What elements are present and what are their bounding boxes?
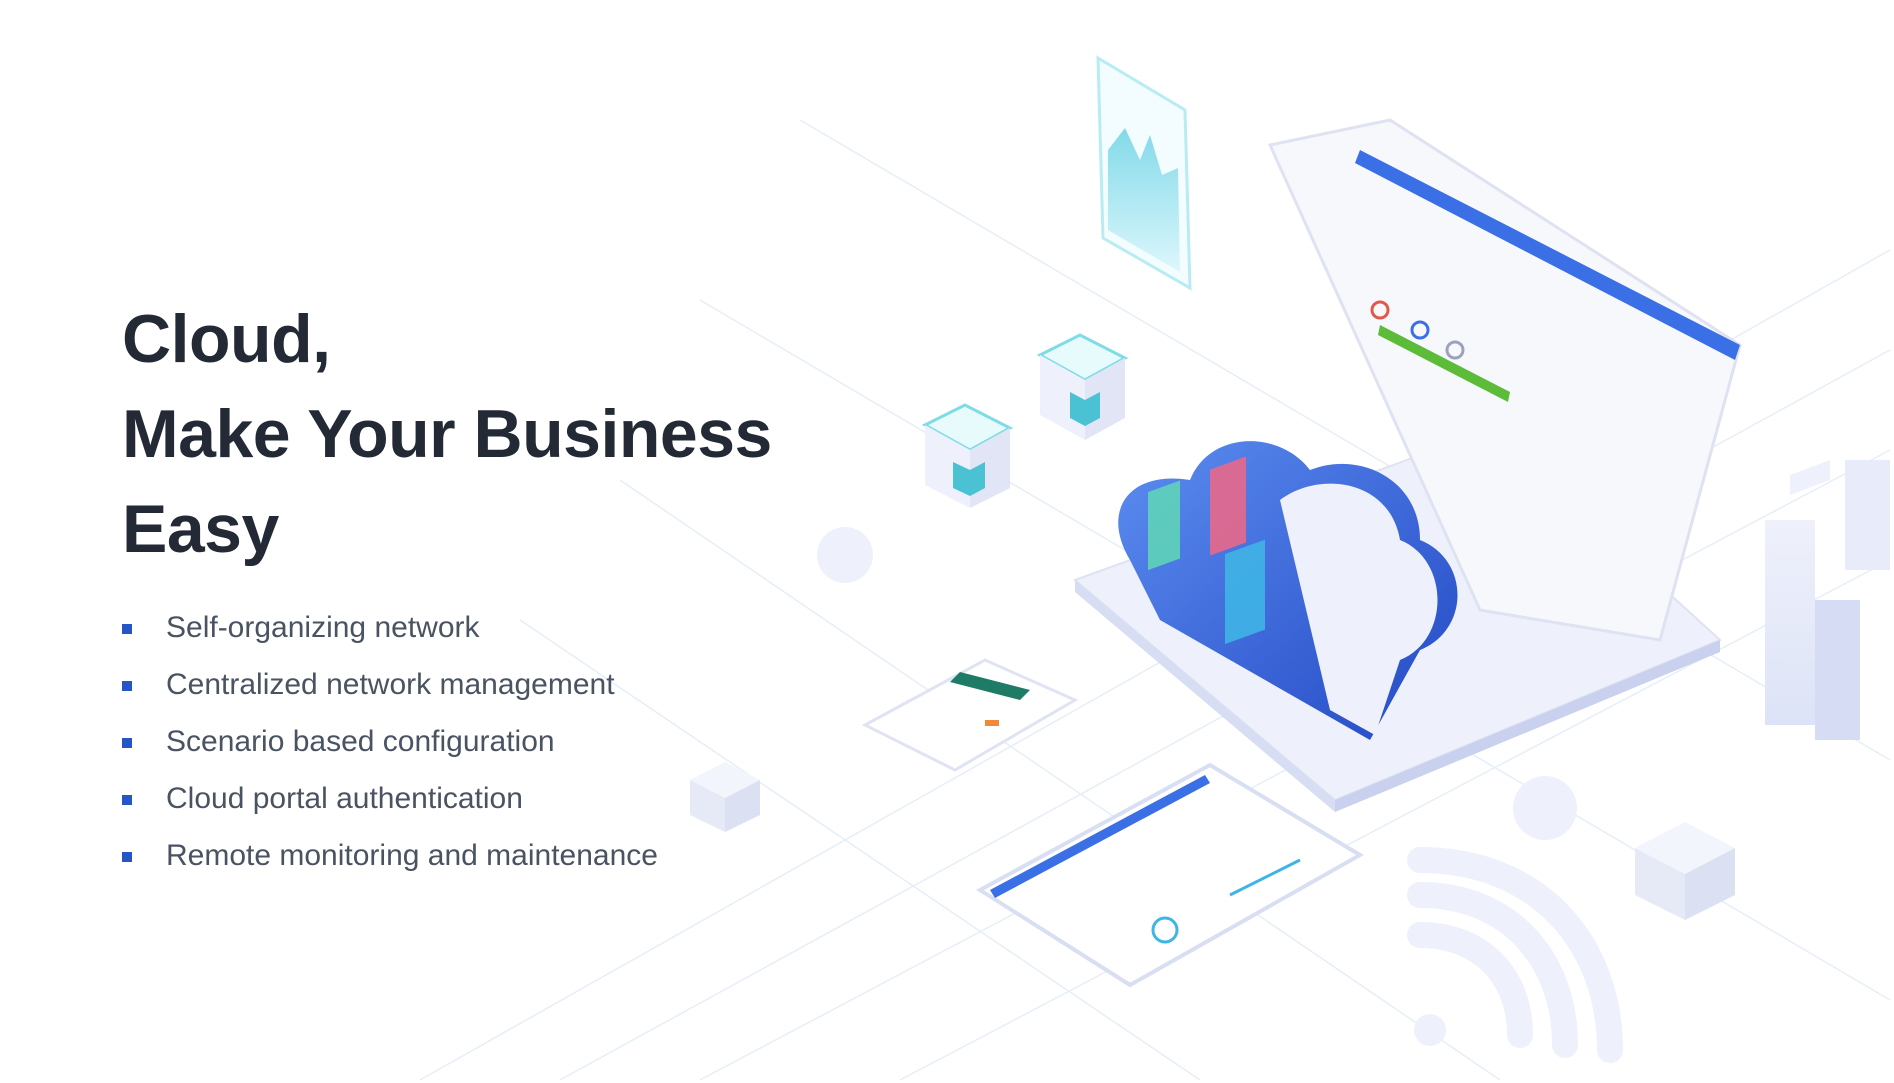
iso-cube-1 [1036, 333, 1129, 440]
decor-sphere-2 [1513, 776, 1577, 840]
feature-item: Scenario based configuration [122, 713, 942, 770]
feature-label: Centralized network management [166, 668, 615, 701]
decor-cube-2 [1635, 822, 1735, 920]
feature-list: Self-organizing network Centralized netw… [122, 599, 942, 884]
page-headline: Cloud, Make Your Business Easy [122, 292, 942, 577]
cloud-graphic [1118, 441, 1458, 740]
feature-item: Cloud portal authentication [122, 770, 942, 827]
feature-item: Remote monitoring and maintenance [122, 827, 942, 884]
feature-label: Self-organizing network [166, 611, 480, 644]
bullet-square-icon [122, 624, 132, 634]
area-chart-panel [1096, 55, 1192, 291]
laptop-screen [1267, 118, 1742, 642]
bullet-square-icon [122, 852, 132, 862]
laptop-base [1073, 428, 1722, 802]
headline-line-1: Cloud, [122, 301, 331, 377]
decor-bars [1765, 460, 1890, 740]
feature-label: Cloud portal authentication [166, 782, 523, 815]
feature-item: Self-organizing network [122, 599, 942, 656]
feature-label: Scenario based configuration [166, 725, 555, 758]
tablet-device [976, 762, 1364, 988]
bullet-square-icon [122, 795, 132, 805]
feature-label: Remote monitoring and maintenance [166, 839, 658, 872]
wifi-signal-icon [1407, 847, 1623, 1063]
bullet-square-icon [122, 738, 132, 748]
headline-line-2: Make Your Business Easy [122, 396, 772, 567]
feature-item: Centralized network management [122, 656, 942, 713]
bullet-square-icon [122, 681, 132, 691]
hero-section: Cloud, Make Your Business Easy Self-orga… [122, 292, 942, 884]
